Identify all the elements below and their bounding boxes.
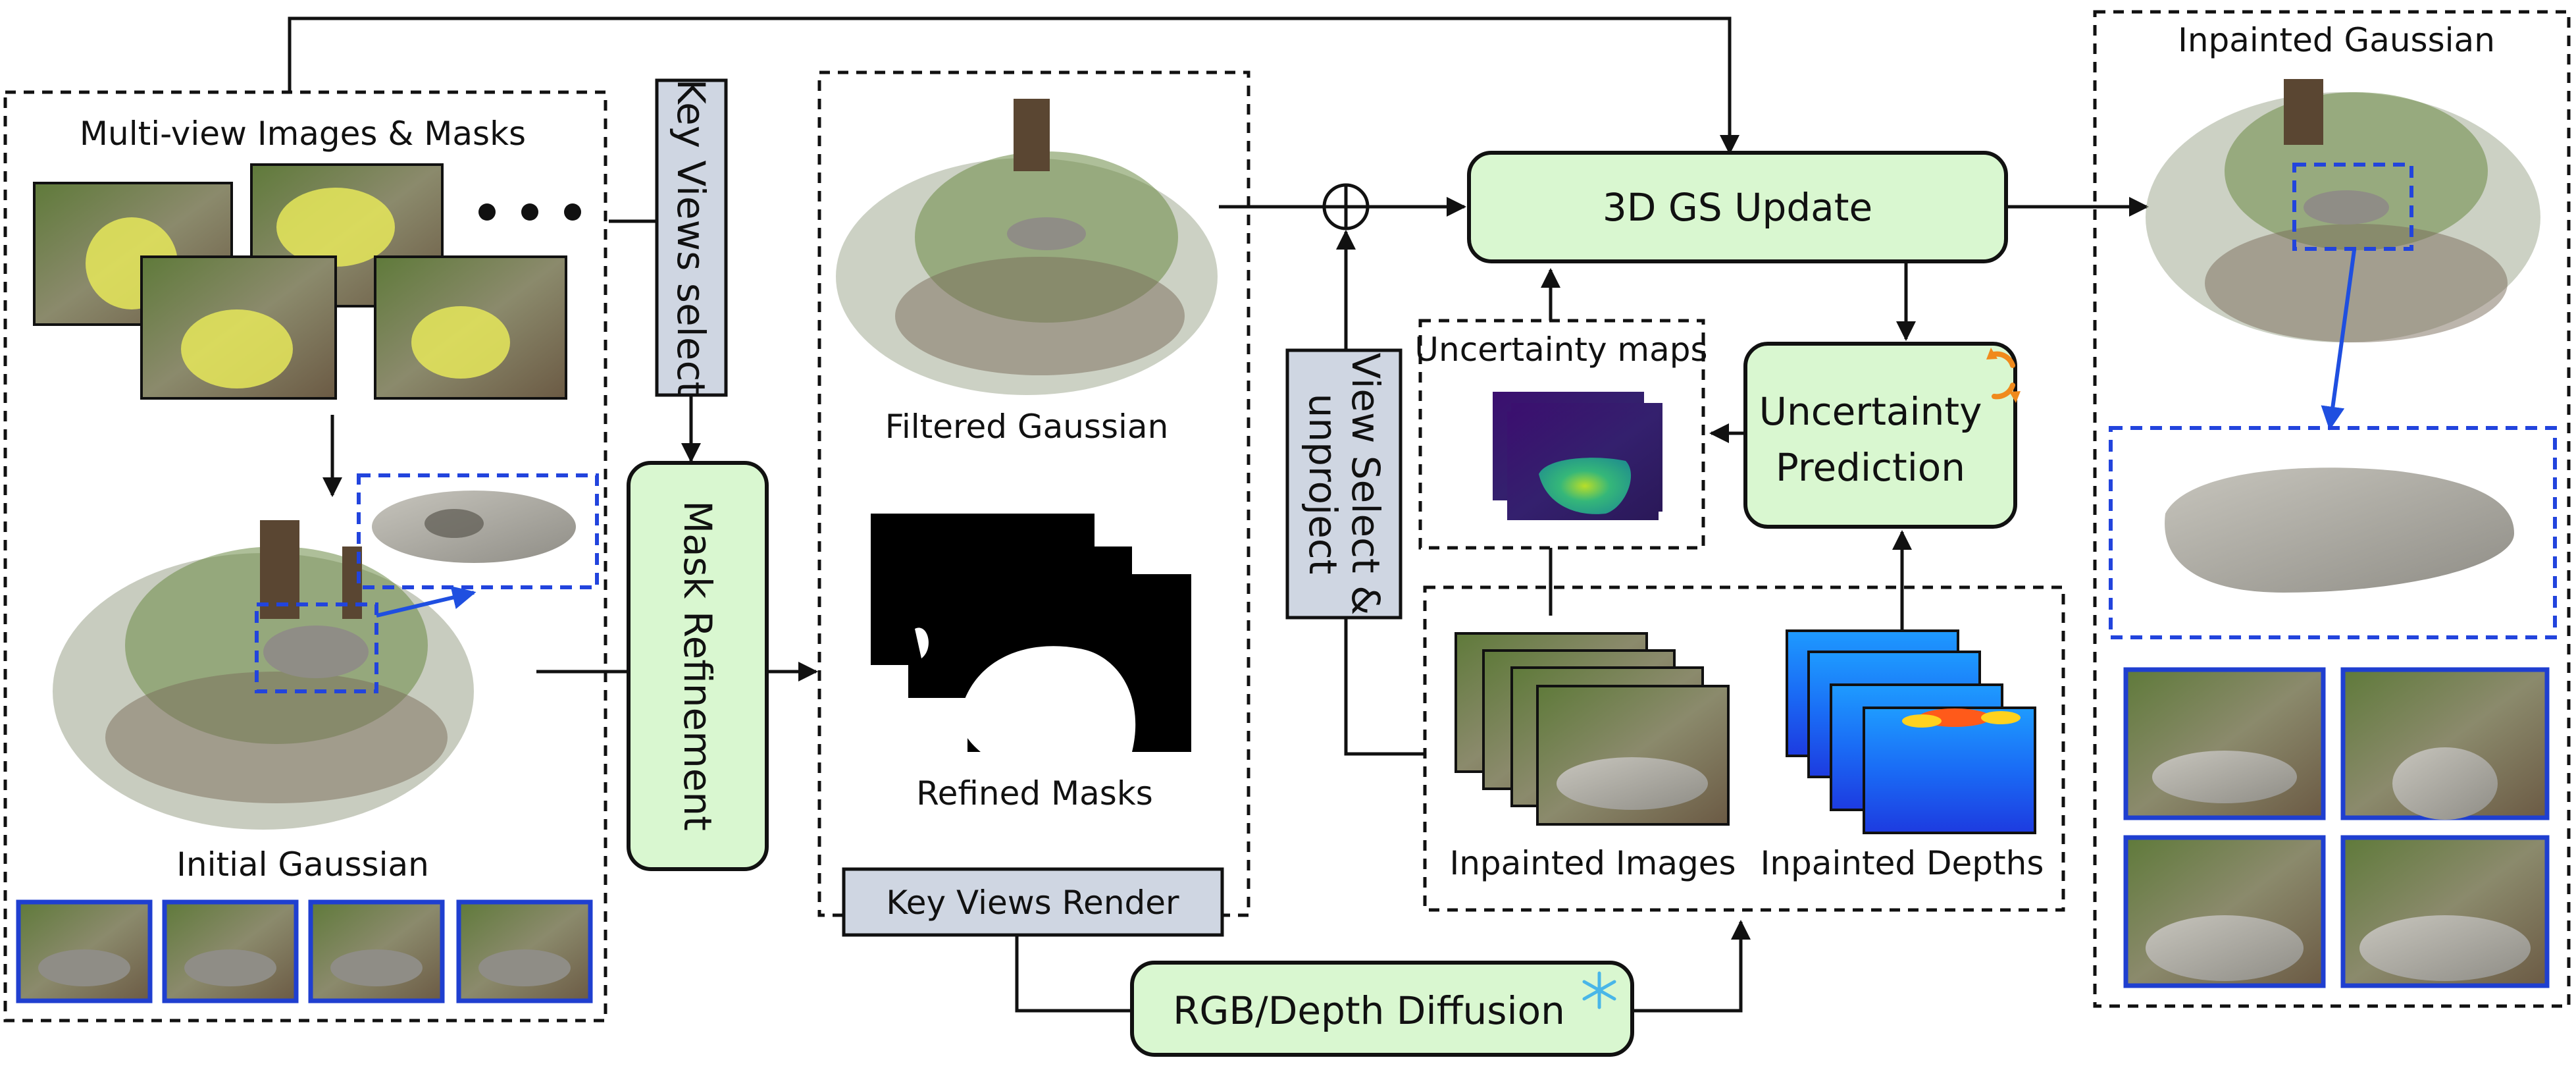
- zoom-arrow-inpainted: [2321, 250, 2356, 431]
- filtered-panel: Filtered Gaussian Refined Masks: [817, 70, 1250, 917]
- inpainted-panel: Inpainted Images Inpainted Depths: [1423, 585, 2065, 912]
- multiview-label: Multi-view Images & Masks: [80, 115, 526, 153]
- refresh-icon: [1986, 348, 2021, 403]
- inpainted-images-label: Inpainted Images: [1449, 844, 1736, 882]
- uncertainty-prediction-box: Uncertainty Prediction: [1743, 342, 2021, 529]
- inpainted-gaussian-panel: Inpainted Gaussian: [2093, 10, 2571, 1008]
- gs-update-label: 3D GS Update: [1603, 185, 1872, 230]
- uncertainty-prediction-label-2: Prediction: [1776, 445, 1965, 490]
- initial-zoom-box: [357, 473, 599, 589]
- view-mask-2: [276, 188, 395, 267]
- initial-gaussian-scene: [53, 520, 474, 830]
- refined-masks-label: Refined Masks: [916, 774, 1153, 813]
- multiview-frame: [3, 90, 607, 1023]
- filtered-gaussian-scene: [836, 99, 1218, 395]
- gs-update-box: 3D GS Update: [1467, 151, 2008, 263]
- uncertainty-maps-label: Uncertainty maps: [1414, 331, 1707, 369]
- inpainted-zoom-box: [2109, 426, 2557, 639]
- line-inpainted-to-viewselect: [1344, 618, 1425, 756]
- line-render-to-diffusion: [1015, 935, 1132, 1013]
- inpainted-gaussian-scene: [2146, 79, 2540, 342]
- view-mask-3: [181, 309, 293, 388]
- unproject-label: unproject: [1301, 394, 1345, 575]
- filtered-gaussian-label: Filtered Gaussian: [885, 408, 1169, 446]
- multiview-panel: Multi-view Images & Masks: [3, 90, 607, 1023]
- key-views-select-label: Key Views select: [669, 79, 713, 396]
- inpainted-gaussian-label: Inpainted Gaussian: [2178, 21, 2495, 59]
- zoom-arrow-initial: [376, 585, 477, 618]
- key-views-select-box: Key Views select: [655, 78, 728, 397]
- view-select-unproject-box: View Select & unproject: [1285, 348, 1403, 620]
- mask-refinement-label: Mask Refinement: [675, 500, 720, 831]
- initial-thumbnails: [16, 899, 593, 1003]
- more-dots-icon: [478, 203, 581, 221]
- view-select-label: View Select &: [1343, 353, 1388, 616]
- inpainted-depths-label: Inpainted Depths: [1761, 844, 2044, 882]
- inpainted-thumbnails: [2123, 667, 2550, 988]
- mask-refinement-box: Mask Refinement: [627, 461, 769, 871]
- inpainted-roi-box: [2292, 163, 2413, 251]
- rgb-depth-diffusion-box: RGB/Depth Diffusion: [1130, 961, 1634, 1057]
- rgb-depth-diffusion-label: RGB/Depth Diffusion: [1173, 988, 1565, 1033]
- initial-gaussian-label: Initial Gaussian: [176, 845, 429, 884]
- key-views-render-label: Key Views Render: [886, 884, 1179, 922]
- multiview-images: [33, 163, 581, 400]
- arrow-diffusion-to-inpainted: [1632, 920, 1751, 1013]
- circle-plus-icon: [1322, 183, 1370, 230]
- uncertainty-maps-panel: Uncertainty maps: [1414, 319, 1708, 550]
- initial-roi-box: [255, 602, 378, 693]
- uncertainty-prediction-label-1: Uncertainty: [1759, 389, 1982, 434]
- inpainted-zoom-rock: [2165, 467, 2514, 593]
- snowflake-icon: [1582, 971, 1616, 1009]
- refined-masks: [871, 514, 1191, 752]
- key-views-render-box: Key Views Render: [842, 867, 1224, 937]
- view-mask-4: [411, 306, 510, 379]
- filtered-frame: [817, 70, 1250, 917]
- arrow-initial-to-gs-update: [288, 16, 1739, 155]
- inpainted-depth-front: [1863, 706, 2036, 834]
